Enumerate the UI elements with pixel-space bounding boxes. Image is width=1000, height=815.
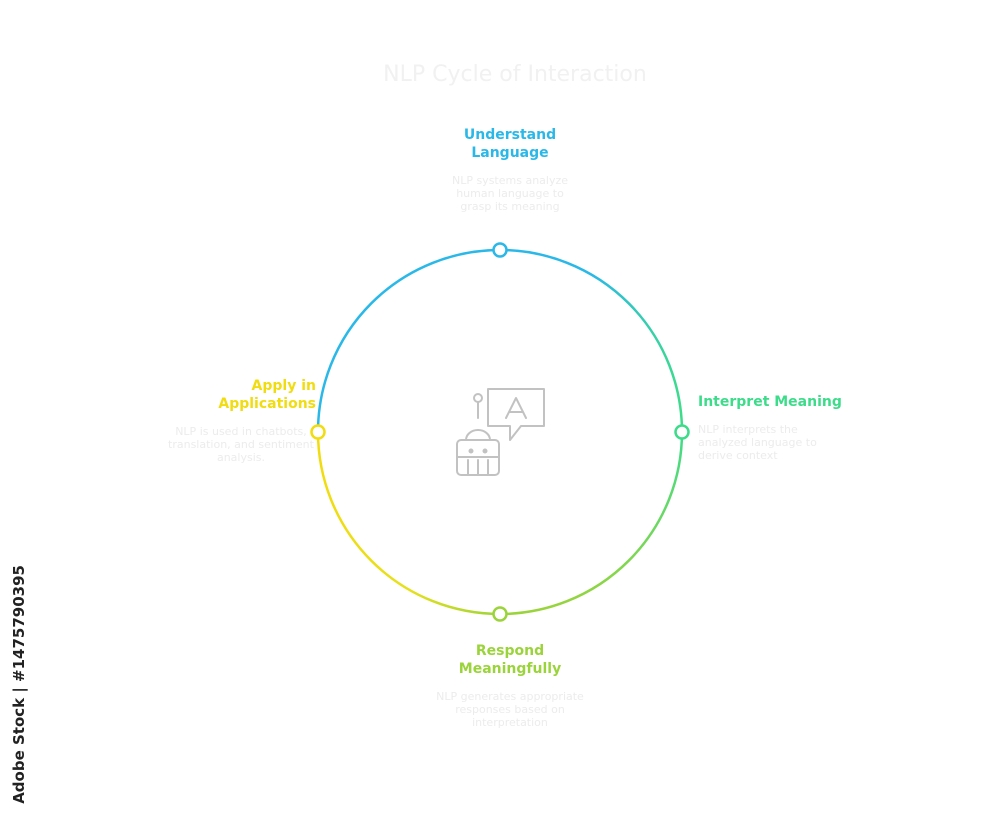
step-title-line: Understand [463, 127, 557, 143]
step-title: Respond Meaningfully [420, 642, 600, 678]
step-description: NLP generates appropriate responses base… [436, 690, 584, 729]
step-description: NLP is used in chatbots, translation, an… [168, 425, 314, 464]
step-description: NLP interprets the analyzed language to … [698, 423, 817, 462]
node-understand [492, 242, 508, 258]
node-apply [310, 424, 326, 440]
step-title-line: Apply in [251, 378, 316, 394]
chatbot-icon [456, 388, 545, 476]
step-title-line: Language [471, 145, 549, 161]
step-interpret-meaning: Interpret Meaning NLP interprets the ana… [698, 393, 868, 462]
cycle-arc-bottom-right [499, 431, 684, 616]
step-title: Interpret Meaning [698, 393, 868, 411]
step-title-line: Interpret Meaning [698, 394, 842, 410]
step-title: Apply in Applications [150, 377, 316, 413]
step-title-line: Meaningfully [458, 661, 562, 677]
step-understand-language: Understand Language NLP systems analyze … [420, 126, 600, 213]
stock-watermark: Adobe Stock | #1475790395 [10, 565, 28, 804]
diagram-title: NLP Cycle of Interaction [383, 62, 647, 87]
step-description: NLP systems analyze human language to gr… [451, 174, 569, 213]
cycle-arc-top-right [499, 248, 684, 433]
cycle-arc-top-left [316, 248, 501, 433]
cycle-arc-bottom-left [316, 431, 501, 616]
node-interpret [674, 424, 690, 440]
step-title-line: Applications [218, 396, 316, 412]
node-respond [492, 606, 508, 622]
step-respond-meaningfully: Respond Meaningfully NLP generates appro… [420, 642, 600, 729]
step-apply-in-applications: Apply in Applications NLP is used in cha… [150, 377, 316, 464]
step-title-line: Respond [475, 643, 545, 659]
step-title: Understand Language [420, 126, 600, 162]
